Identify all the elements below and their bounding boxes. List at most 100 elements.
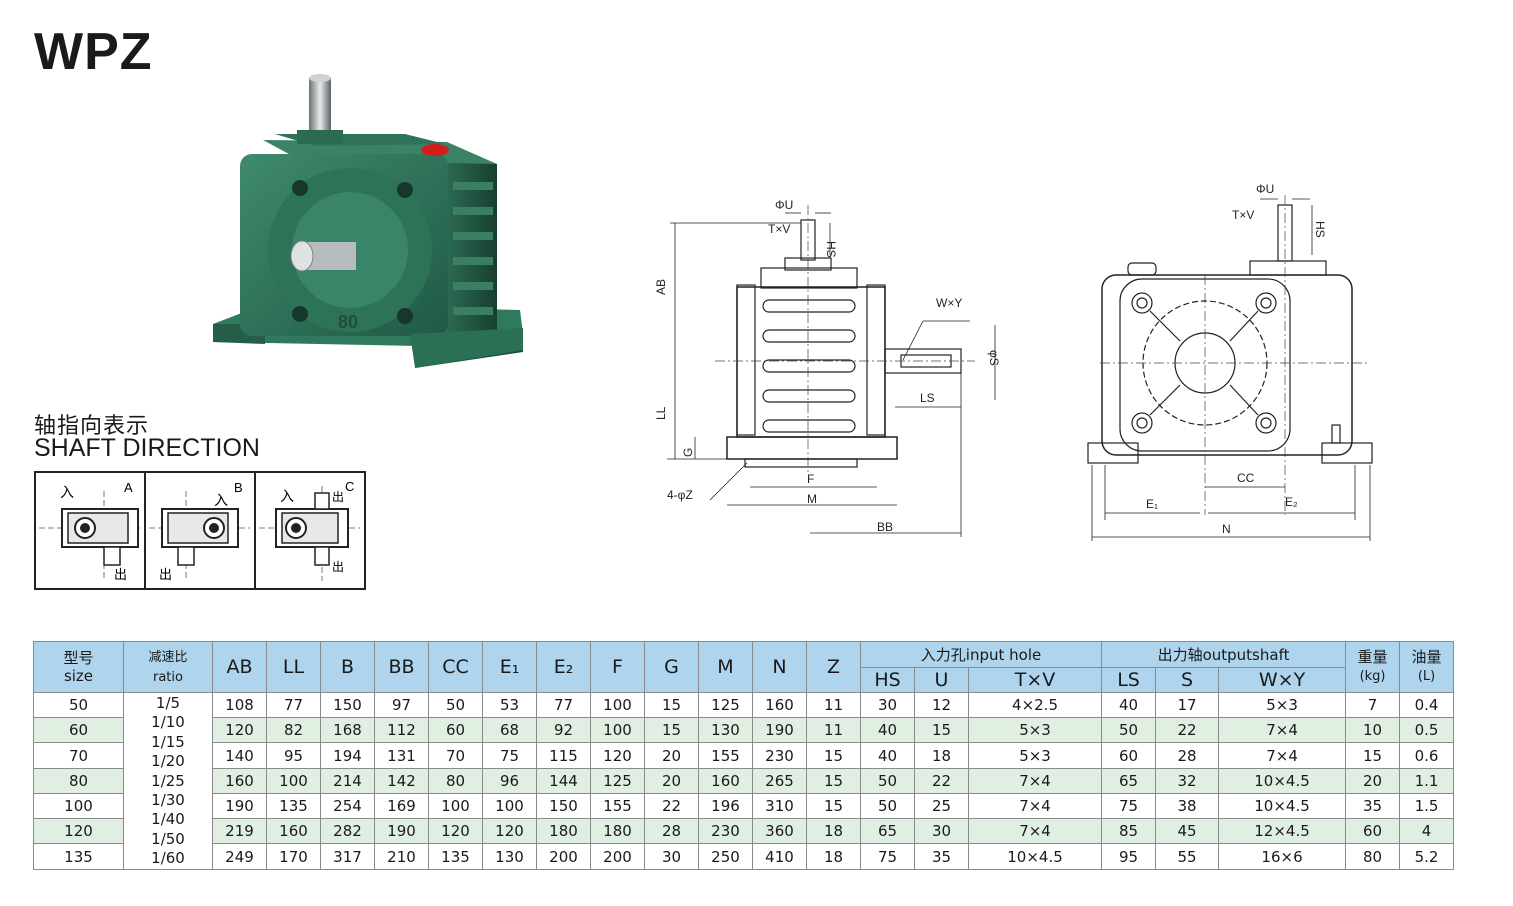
- table-cell: 310: [752, 792, 807, 820]
- col-header: N: [752, 641, 807, 693]
- label-phi-u: ΦU: [775, 198, 793, 212]
- table-cell: 10×4.5: [1218, 767, 1347, 794]
- label-ls: LS: [920, 391, 935, 405]
- table-cell: 60: [1345, 818, 1401, 845]
- label-f: F: [807, 472, 814, 486]
- table-cell: 80: [33, 767, 124, 794]
- table-cell: 50: [33, 691, 124, 719]
- table-cell: 115: [536, 742, 591, 769]
- table-cell: 130: [482, 843, 537, 870]
- col-header: LL: [266, 641, 321, 693]
- table-cell: 265: [752, 767, 807, 794]
- table-cell: 20: [644, 767, 699, 794]
- table-cell: 15: [914, 717, 969, 744]
- table-cell: 60: [1101, 742, 1157, 769]
- col-header: F: [590, 641, 645, 693]
- table-cell: 112: [374, 717, 429, 744]
- table-cell: 7×4: [1218, 742, 1347, 769]
- table-cell: 30: [860, 691, 915, 719]
- out-label-c-bottom: 出: [332, 560, 344, 574]
- table-cell: 40: [860, 742, 915, 769]
- table-cell: 120: [590, 742, 645, 769]
- table-cell: 4×2.5: [967, 691, 1103, 719]
- table-cell: 196: [698, 792, 753, 820]
- table-cell: 50: [1101, 717, 1157, 744]
- table-cell: 150: [536, 792, 591, 820]
- table-cell: 77: [536, 691, 591, 719]
- input-hole-group-header: 入力孔input hole: [859, 641, 1103, 668]
- table-cell: 18: [914, 742, 969, 769]
- table-cell: 214: [320, 767, 375, 794]
- table-cell: 120: [428, 818, 483, 845]
- label-wxy: W×Y: [936, 296, 962, 310]
- table-cell: 96: [482, 767, 537, 794]
- table-cell: 65: [1101, 767, 1157, 794]
- col-header: HS: [860, 667, 915, 693]
- table-cell: 20: [644, 742, 699, 769]
- out-label-c-top: 出: [332, 490, 344, 504]
- label-n: N: [1222, 522, 1231, 536]
- label-m: M: [807, 492, 817, 506]
- table-cell: 230: [698, 818, 753, 845]
- table-cell: 120: [33, 818, 124, 845]
- table-cell: 219: [212, 818, 267, 845]
- table-cell: 155: [698, 742, 753, 769]
- table-cell: 50: [860, 792, 915, 820]
- col-header: AB: [212, 641, 267, 693]
- table-cell: 35: [1345, 792, 1401, 820]
- table-cell: 135: [33, 843, 124, 870]
- table-cell: 40: [860, 717, 915, 744]
- table-cell: 160: [266, 818, 321, 845]
- table-cell: 95: [1101, 843, 1157, 870]
- letter-b: B: [234, 480, 243, 495]
- weight-header: 重量(kg): [1345, 641, 1401, 693]
- col-header: S: [1155, 667, 1220, 693]
- table-cell: 7×4: [967, 792, 1103, 820]
- in-label-c: 入: [280, 488, 294, 504]
- table-cell: 15: [644, 717, 699, 744]
- table-cell: 131: [374, 742, 429, 769]
- table-cell: 30: [644, 843, 699, 870]
- side-view-drawing: ΦU T×V HS CC E₁ E₂ N: [1087, 182, 1373, 541]
- table-cell: 60: [33, 717, 124, 744]
- table-cell: 32: [1155, 767, 1220, 794]
- table-cell: 144: [536, 767, 591, 794]
- table-cell: 200: [590, 843, 645, 870]
- table-cell: 12: [914, 691, 969, 719]
- table-cell: 50: [860, 767, 915, 794]
- table-cell: 1.1: [1399, 767, 1455, 794]
- table-cell: 15: [806, 792, 861, 820]
- table-cell: 360: [752, 818, 807, 845]
- table-cell: 15: [644, 691, 699, 719]
- shaft-direction-cn: 轴指向表示: [34, 414, 150, 439]
- table-cell: 7×4: [967, 767, 1103, 794]
- label-ab: AB: [655, 279, 668, 295]
- table-cell: 80: [428, 767, 483, 794]
- table-cell: 28: [644, 818, 699, 845]
- label-g: G: [681, 448, 695, 457]
- table-cell: 25: [914, 792, 969, 820]
- table-cell: 194: [320, 742, 375, 769]
- table-cell: 168: [320, 717, 375, 744]
- table-cell: 70: [428, 742, 483, 769]
- table-cell: 50: [428, 691, 483, 719]
- table-cell: 230: [752, 742, 807, 769]
- table-cell: 190: [752, 717, 807, 744]
- table-cell: 100: [266, 767, 321, 794]
- table-cell: 170: [266, 843, 321, 870]
- table-cell: 169: [374, 792, 429, 820]
- table-cell: 5.2: [1399, 843, 1455, 870]
- table-cell: 7: [1345, 691, 1401, 719]
- shaft-diagram-c: 入 C 出 出: [259, 479, 360, 581]
- table-cell: 317: [320, 843, 375, 870]
- table-cell: 4: [1399, 818, 1455, 845]
- label-side-txv: T×V: [1232, 208, 1254, 222]
- table-cell: 65: [860, 818, 915, 845]
- shaft-direction-diagrams: 入 A 出 入 B 出 入 C 出 出: [34, 471, 366, 590]
